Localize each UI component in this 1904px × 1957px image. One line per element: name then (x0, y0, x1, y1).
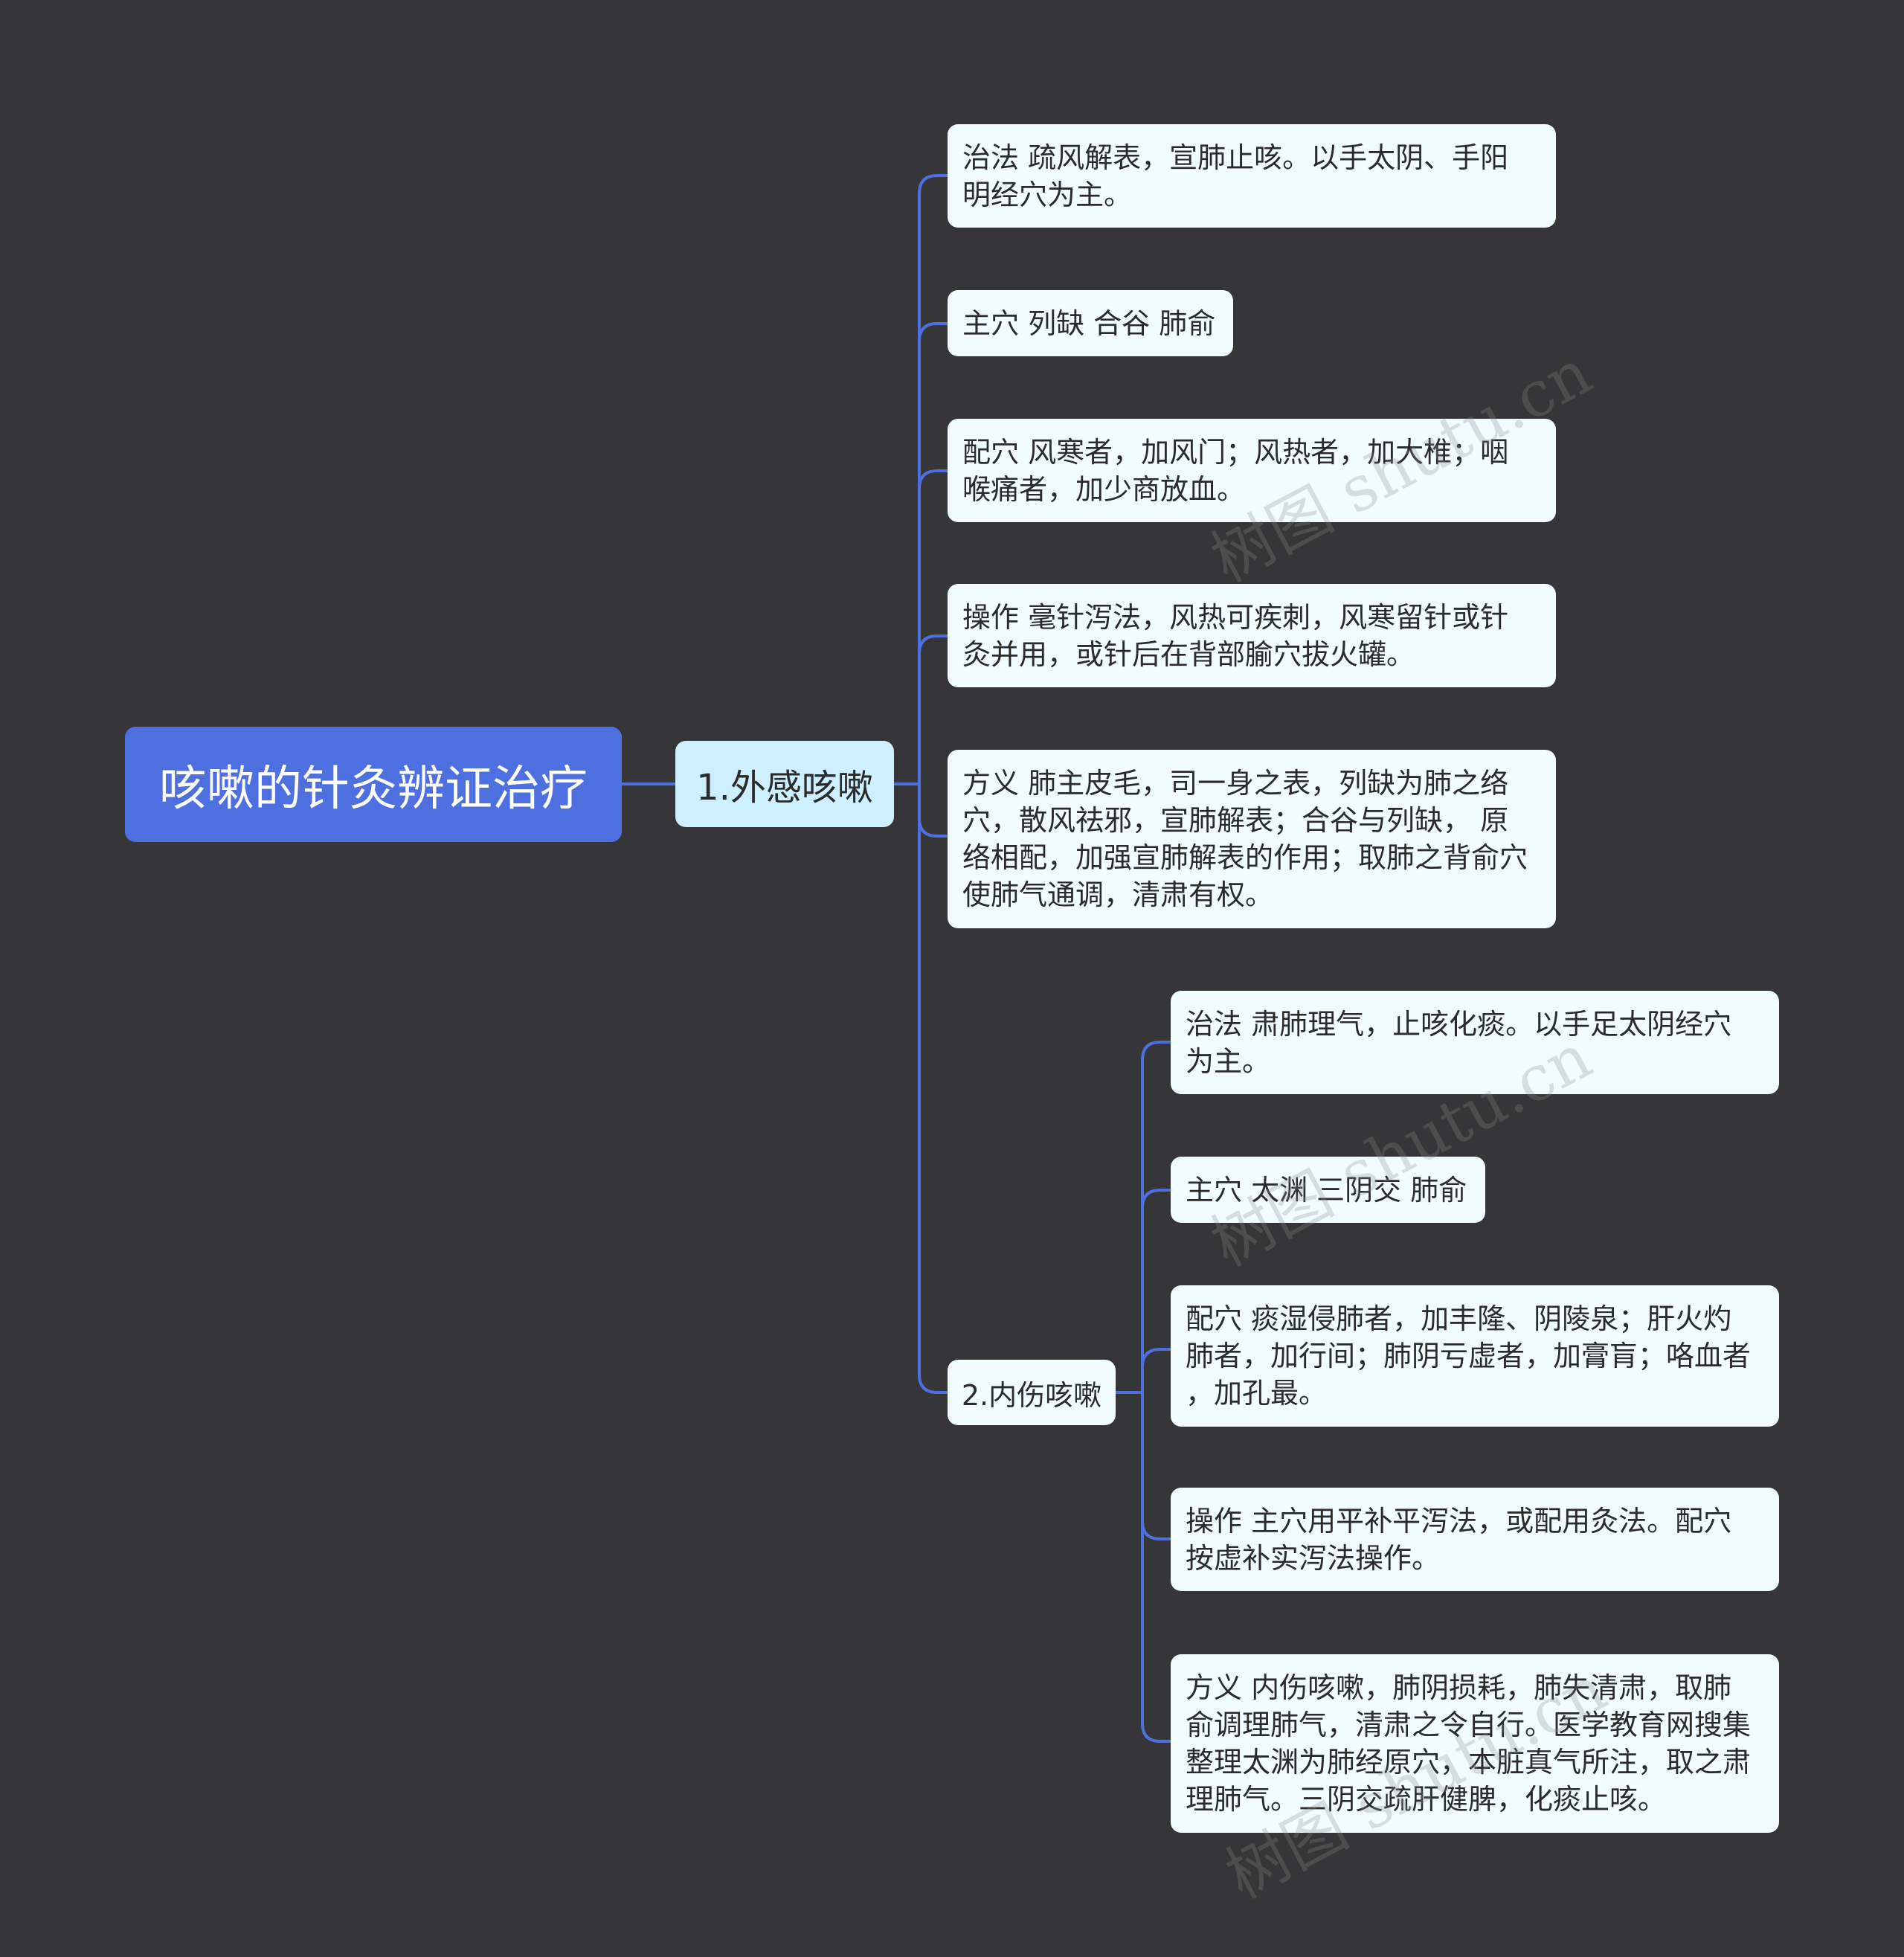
leaf-internal-operation[interactable]: 操作 主穴用平补平泻法，或配用灸法。配穴 按虚补实泻法操作。 (1171, 1488, 1779, 1591)
connector-b1-leaf1 (918, 174, 949, 195)
connector-b2-leaf2 (1141, 1189, 1172, 1209)
connector-b2-leaf1 (1141, 1041, 1172, 1061)
leaf-external-treatment[interactable]: 治法 疏风解表，宣肺止咳。以手太阴、手阳 明经穴为主。 (948, 124, 1556, 228)
connector-b1-leaf4 (918, 634, 949, 655)
connector-b2-leaf3 (1141, 1348, 1172, 1369)
leaf-internal-main-points[interactable]: 主穴 太渊 三阴交 肺俞 (1171, 1157, 1485, 1223)
connector-b2-leaf5 (1141, 1722, 1172, 1743)
leaf-external-matching-points[interactable]: 配穴 风寒者，加风门；风热者，加大椎；咽 喉痛者，加少商放血。 (948, 419, 1556, 522)
leaf-external-main-points[interactable]: 主穴 列缺 合谷 肺俞 (948, 290, 1233, 356)
connector-b1-leaf5 (918, 817, 949, 838)
leaf-external-rationale[interactable]: 方义 肺主皮毛，司一身之表，列缺为肺之络 穴，散风祛邪，宣肺解表；合谷与列缺， … (948, 750, 1556, 928)
leaf-external-operation[interactable]: 操作 毫针泻法，风热可疾刺，风寒留针或针 灸并用，或针后在背部腧穴拔火罐。 (948, 584, 1556, 687)
branch-internal-cough[interactable]: 2.内伤咳嗽 (948, 1360, 1116, 1425)
connector-b1-leaf3 (918, 469, 949, 490)
root-topic[interactable]: 咳嗽的针灸辨证治疗 (125, 727, 622, 842)
leaf-internal-treatment[interactable]: 治法 肃肺理气，止咳化痰。以手足太阴经穴 为主。 (1171, 991, 1779, 1094)
leaf-internal-rationale[interactable]: 方义 内伤咳嗽，肺阴损耗，肺失清肃，取肺 俞调理肺气，清肃之令自行。医学教育网搜… (1171, 1654, 1779, 1833)
connector-b1-branch2 (918, 1373, 949, 1394)
leaf-internal-matching-points[interactable]: 配穴 痰湿侵肺者，加丰隆、阴陵泉；肝火灼 肺者，加行间；肺阴亏虚者，加膏肓；咯血… (1171, 1285, 1779, 1427)
branch-external-cough[interactable]: 1.外感咳嗽 (675, 741, 894, 827)
connector-b1-leaf2 (918, 322, 949, 343)
connector-b2-leaf4 (1141, 1520, 1172, 1540)
